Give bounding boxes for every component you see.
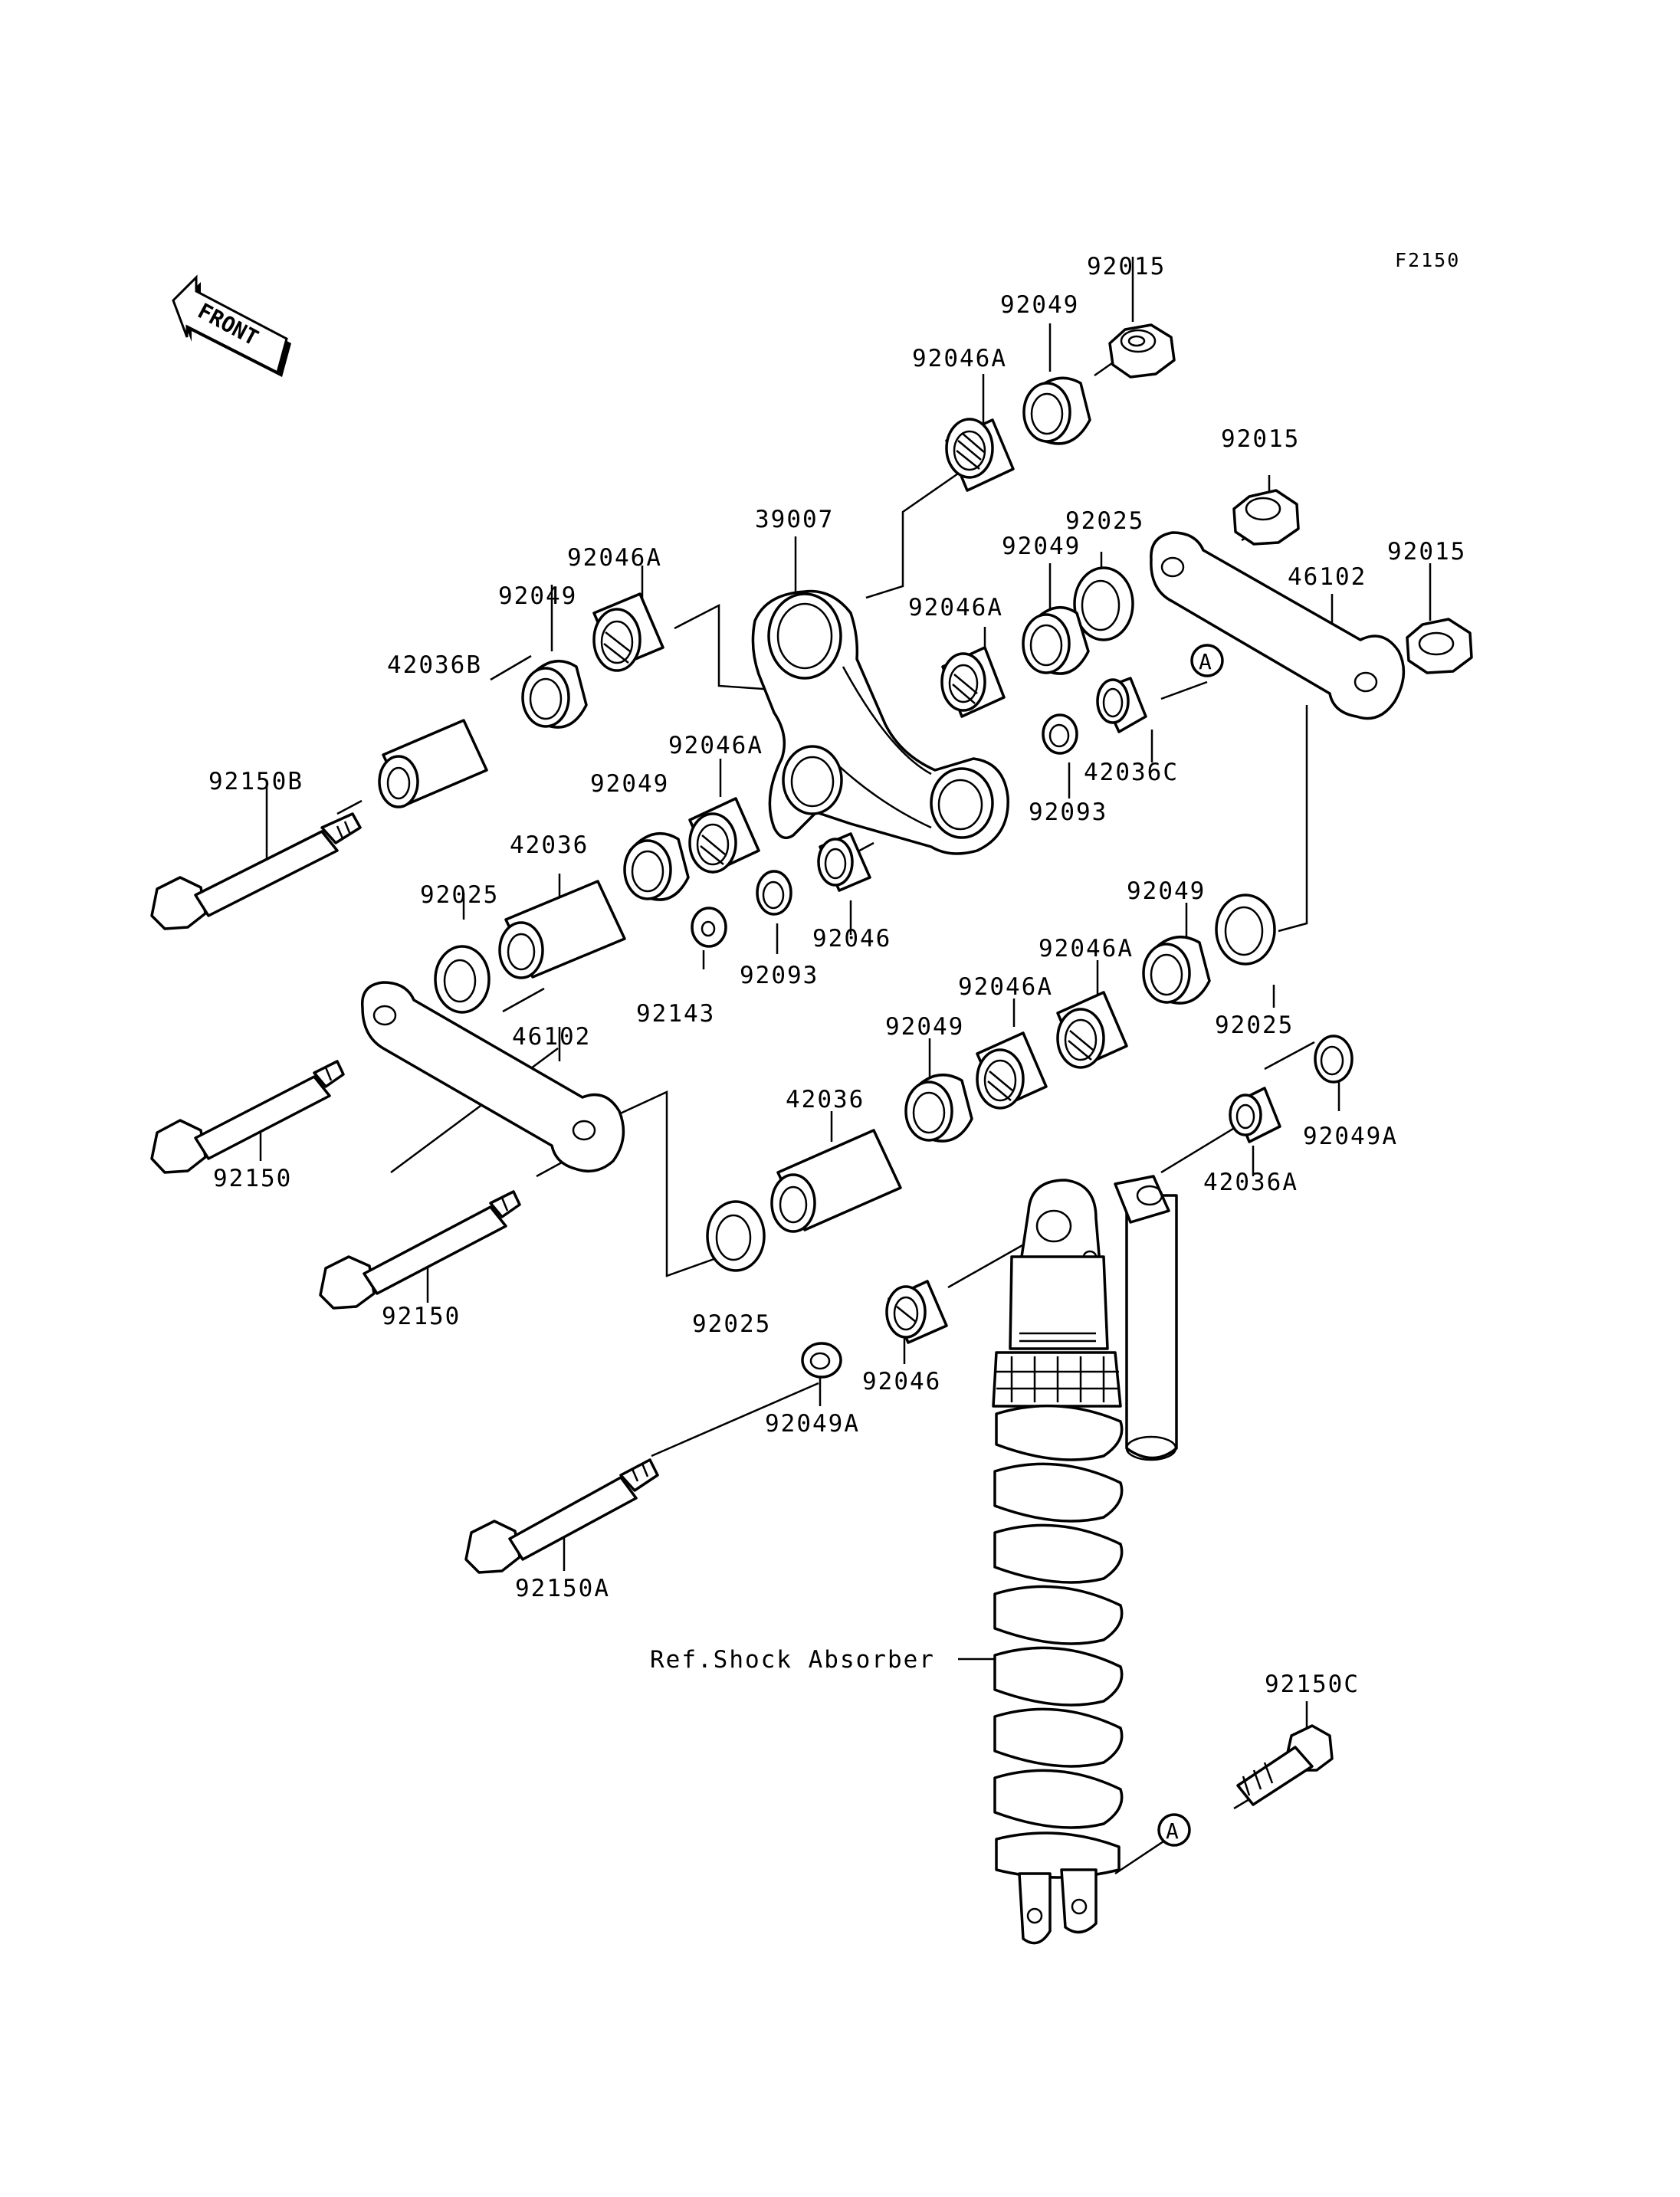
label-92049A-lower: 92049A bbox=[765, 1410, 860, 1438]
bolt-92150A bbox=[464, 1458, 659, 1574]
washer-92143 bbox=[691, 907, 727, 948]
bearing-92046A-left bbox=[592, 592, 664, 672]
label-42036-lower: 42036 bbox=[786, 1086, 865, 1113]
label-92046A-center: 92046A bbox=[668, 732, 763, 759]
tie-rod-46102-right bbox=[1150, 531, 1406, 720]
label-92025-lower: 92025 bbox=[692, 1310, 771, 1338]
bearing-92046A-top bbox=[945, 418, 1015, 492]
label-92046A-low2: 92046A bbox=[958, 973, 1053, 1001]
bearing-92046 bbox=[817, 832, 871, 892]
collar-92049-low bbox=[904, 1074, 973, 1143]
collar-42036-upper bbox=[498, 880, 626, 979]
bolt-92150-lower bbox=[319, 1190, 521, 1310]
nut-92015-mid bbox=[1232, 489, 1300, 546]
part-labels: 92015 92049 92046A 92015 39007 92025 920… bbox=[208, 253, 1466, 1698]
label-92049-upper-right: 92049 bbox=[1002, 533, 1081, 560]
label-42036C: 42036C bbox=[1084, 759, 1179, 786]
diagram-code: F2150 bbox=[1395, 249, 1460, 271]
label-92150-lower: 92150 bbox=[382, 1303, 461, 1330]
collar-42036A bbox=[1229, 1087, 1281, 1143]
svg-text:A: A bbox=[1166, 1818, 1179, 1844]
collar-92049-upper-right bbox=[1022, 606, 1090, 675]
front-arrow-icon: FRONT bbox=[172, 274, 291, 377]
label-92046A-low1: 92046A bbox=[1039, 935, 1134, 962]
label-92046-lower: 92046 bbox=[862, 1368, 941, 1395]
label-92046A-top: 92046A bbox=[912, 345, 1007, 372]
collar-92049-left bbox=[521, 660, 588, 729]
collar-92049-top bbox=[1022, 376, 1091, 445]
bearing-92046A-low1 bbox=[1056, 991, 1128, 1069]
collar-92049A-right bbox=[1314, 1035, 1354, 1084]
collar-42036B bbox=[378, 719, 488, 808]
nut-92015-top bbox=[1108, 323, 1176, 379]
label-92049-center: 92049 bbox=[590, 770, 669, 798]
label-92093-center: 92093 bbox=[740, 962, 819, 989]
label-92150A: 92150A bbox=[515, 1575, 610, 1602]
bolt-92150B bbox=[150, 812, 362, 930]
label-92015-mid: 92015 bbox=[1221, 425, 1300, 453]
label-92025-upper: 92025 bbox=[1065, 507, 1144, 535]
label-92093-right: 92093 bbox=[1029, 798, 1107, 826]
svg-text:A: A bbox=[1199, 649, 1212, 674]
label-ref-shock-absorber: Ref.Shock Absorber bbox=[650, 1646, 935, 1674]
collar-92049-right2 bbox=[1142, 936, 1211, 1005]
label-92046: 92046 bbox=[812, 925, 891, 953]
callout-A-upper: A bbox=[1190, 644, 1224, 677]
collar-42036C bbox=[1096, 677, 1147, 733]
label-92049-left: 92049 bbox=[498, 582, 577, 610]
label-46102-left: 46102 bbox=[512, 1023, 591, 1051]
collar-42036-lower bbox=[770, 1129, 902, 1233]
label-92049-top: 92049 bbox=[1000, 291, 1079, 319]
label-46102-right: 46102 bbox=[1288, 563, 1367, 591]
label-92015-right: 92015 bbox=[1387, 538, 1466, 566]
nut-92015-right bbox=[1406, 618, 1473, 674]
bearing-92046-lower bbox=[885, 1280, 948, 1344]
label-92150-upper: 92150 bbox=[213, 1165, 292, 1192]
label-92025-right: 92025 bbox=[1215, 1012, 1294, 1039]
seal-92093-center bbox=[756, 870, 792, 916]
tie-rod-46102-left bbox=[361, 981, 625, 1173]
label-42036B: 42036B bbox=[387, 651, 482, 679]
collar-92049-center bbox=[623, 832, 690, 901]
rocker-39007 bbox=[751, 589, 1009, 855]
bolt-92150-upper bbox=[150, 1060, 345, 1174]
callout-A-lower: A bbox=[1157, 1813, 1191, 1847]
washer-92025-left bbox=[434, 945, 491, 1014]
bearing-92046A-mid bbox=[940, 646, 1006, 718]
shock-absorber bbox=[992, 1175, 1178, 1945]
label-92049-right2: 92049 bbox=[1127, 877, 1206, 905]
label-92046A-mid: 92046A bbox=[908, 594, 1003, 621]
washer-92025-lower bbox=[706, 1200, 766, 1272]
label-92143: 92143 bbox=[636, 1000, 715, 1028]
label-92046A-left: 92046A bbox=[567, 544, 662, 572]
label-42036A: 42036A bbox=[1203, 1169, 1298, 1196]
label-39007: 39007 bbox=[755, 506, 834, 533]
washer-92025-right bbox=[1215, 894, 1276, 966]
label-92015-top: 92015 bbox=[1087, 253, 1166, 280]
label-92025-left: 92025 bbox=[420, 881, 499, 909]
label-92150C: 92150C bbox=[1265, 1671, 1360, 1698]
label-92049A-right: 92049A bbox=[1303, 1123, 1398, 1150]
seal-92093-right bbox=[1042, 713, 1078, 755]
bearing-92046A-low2 bbox=[976, 1031, 1048, 1110]
bearing-92046A-center bbox=[688, 797, 760, 874]
label-92150B: 92150B bbox=[208, 768, 304, 795]
collar-92049A-lower bbox=[801, 1342, 842, 1379]
label-42036-upper: 42036 bbox=[510, 831, 589, 859]
washer-92025-upper bbox=[1073, 566, 1134, 641]
bolt-92150C bbox=[1236, 1724, 1334, 1806]
label-92049-low: 92049 bbox=[885, 1013, 964, 1041]
